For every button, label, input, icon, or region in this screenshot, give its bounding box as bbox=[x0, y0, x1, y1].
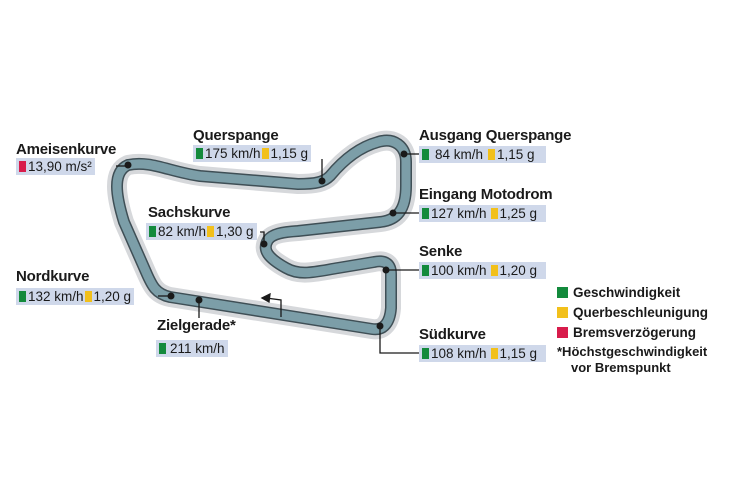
nordkurve-values: 132 km/h 1,20 g bbox=[16, 288, 135, 305]
zielgerade-name: Zielgerade* bbox=[157, 317, 236, 334]
lateral-swatch bbox=[557, 306, 568, 318]
point-suedkurve bbox=[376, 322, 384, 330]
nordkurve-lat: 1,20 g bbox=[93, 289, 132, 304]
zielgerade-speed: 211 km/h bbox=[170, 341, 225, 356]
legend-note: *Höchstgeschwindigkeit vor Bremspunkt bbox=[557, 344, 708, 376]
braking-swatch bbox=[557, 326, 568, 338]
point-senke bbox=[382, 266, 390, 274]
lateral-marker bbox=[261, 148, 269, 159]
ameisenkurve-name: Ameisenkurve bbox=[16, 141, 117, 158]
braking-marker bbox=[19, 161, 26, 172]
lateral-marker bbox=[490, 348, 498, 359]
ausgang-querspange-name: Ausgang Querspange bbox=[419, 127, 572, 144]
speed-marker bbox=[422, 208, 429, 219]
point-nordkurve bbox=[167, 292, 175, 300]
querspange-speed: 175 km/h bbox=[205, 146, 261, 161]
nordkurve-name: Nordkurve bbox=[16, 268, 90, 285]
zielgerade-values: 211 km/h bbox=[156, 340, 228, 357]
ameisenkurve-brake: 13,90 m/s² bbox=[28, 159, 92, 174]
speed-marker bbox=[196, 148, 203, 159]
legend: Geschwindigkeit Querbeschleunigung Brems… bbox=[557, 282, 708, 376]
senke-values: 100 km/h 1,20 g bbox=[419, 262, 546, 279]
ameisenkurve-values: 13,90 m/s² bbox=[16, 158, 95, 175]
querspange-name: Querspange bbox=[193, 127, 279, 144]
eingang-motodrom-lat: 1,25 g bbox=[499, 206, 538, 221]
querspange-lat: 1,15 g bbox=[270, 146, 309, 161]
senke-name: Senke bbox=[419, 243, 463, 260]
point-sachskurve bbox=[260, 240, 268, 248]
ausgang-querspange-speed: 84 km/h bbox=[435, 147, 484, 162]
leader-sachskurve bbox=[260, 231, 265, 242]
suedkurve-lat: 1,15 g bbox=[499, 346, 538, 361]
speed-marker bbox=[422, 149, 429, 160]
point-eingang-motodrom bbox=[389, 209, 397, 217]
corner-points bbox=[124, 150, 408, 330]
eingang-motodrom-values: 127 km/h 1,25 g bbox=[419, 205, 546, 222]
querspange-values: 175 km/h 1,15 g bbox=[193, 145, 312, 162]
lateral-marker bbox=[490, 265, 498, 276]
speed-marker bbox=[19, 291, 26, 302]
sachskurve-values: 82 km/h 1,30 g bbox=[146, 223, 257, 240]
note-line-1: *Höchstgeschwindigkeit bbox=[557, 344, 708, 359]
point-ameisenkurve bbox=[124, 161, 132, 169]
senke-speed: 100 km/h bbox=[431, 263, 487, 278]
lateral-marker bbox=[490, 208, 498, 219]
lateral-marker bbox=[84, 291, 92, 302]
speed-marker bbox=[422, 265, 429, 276]
sachskurve-speed: 82 km/h bbox=[158, 224, 207, 239]
senke-lat: 1,20 g bbox=[499, 263, 538, 278]
suedkurve-speed: 108 km/h bbox=[431, 346, 487, 361]
point-ausgang-querspange bbox=[400, 150, 408, 158]
lateral-marker bbox=[207, 226, 215, 237]
eingang-motodrom-name: Eingang Motodrom bbox=[419, 186, 553, 203]
speed-marker bbox=[159, 343, 166, 354]
nordkurve-speed: 132 km/h bbox=[28, 289, 84, 304]
leader-suedkurve bbox=[379, 326, 419, 354]
note-line-2: vor Bremspunkt bbox=[571, 360, 671, 375]
legend-item-speed: Geschwindigkeit bbox=[557, 282, 708, 302]
speed-marker bbox=[422, 348, 429, 359]
legend-braking-label: Bremsverzögerung bbox=[573, 324, 697, 340]
legend-item-lateral: Querbeschleunigung bbox=[557, 302, 708, 322]
legend-item-braking: Bremsverzögerung bbox=[557, 322, 708, 342]
suedkurve-values: 108 km/h 1,15 g bbox=[419, 345, 546, 362]
speed-swatch bbox=[557, 286, 568, 298]
direction-arrow-icon bbox=[260, 292, 282, 317]
point-querspange bbox=[318, 177, 326, 185]
lateral-marker bbox=[488, 149, 496, 160]
eingang-motodrom-speed: 127 km/h bbox=[431, 206, 487, 221]
sachskurve-lat: 1,30 g bbox=[216, 224, 254, 239]
legend-speed-label: Geschwindigkeit bbox=[573, 284, 681, 300]
sachskurve-name: Sachskurve bbox=[148, 204, 231, 221]
speed-marker bbox=[149, 226, 156, 237]
point-zielgerade bbox=[195, 296, 203, 304]
ausgang-querspange-lat: 1,15 g bbox=[497, 147, 535, 162]
ausgang-querspange-values: 84 km/h 1,15 g bbox=[419, 146, 546, 163]
legend-lateral-label: Querbeschleunigung bbox=[573, 304, 709, 320]
suedkurve-name: Südkurve bbox=[419, 326, 486, 343]
